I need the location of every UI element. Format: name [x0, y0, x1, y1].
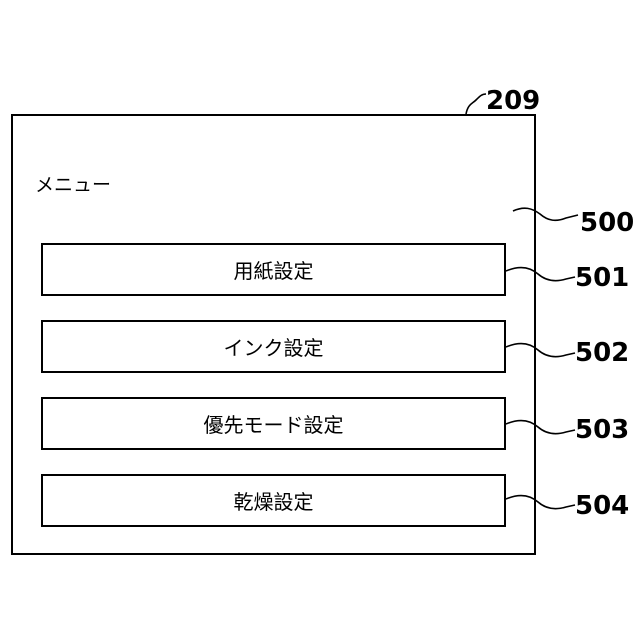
ink-settings-button[interactable]: インク設定	[41, 320, 506, 373]
reference-numeral-501: 501	[575, 265, 629, 291]
reference-numeral-500: 500	[580, 210, 634, 236]
leader-line-209	[466, 94, 486, 114]
paper-settings-button[interactable]: 用紙設定	[41, 243, 506, 296]
reference-numeral-502: 502	[575, 340, 629, 366]
priority-mode-settings-button[interactable]: 優先モード設定	[41, 397, 506, 450]
reference-numeral-503: 503	[575, 417, 629, 443]
menu-title: メニュー	[35, 170, 111, 197]
drying-settings-button[interactable]: 乾燥設定	[41, 474, 506, 527]
reference-numeral-504: 504	[575, 493, 629, 519]
reference-numeral-209: 209	[486, 88, 540, 114]
